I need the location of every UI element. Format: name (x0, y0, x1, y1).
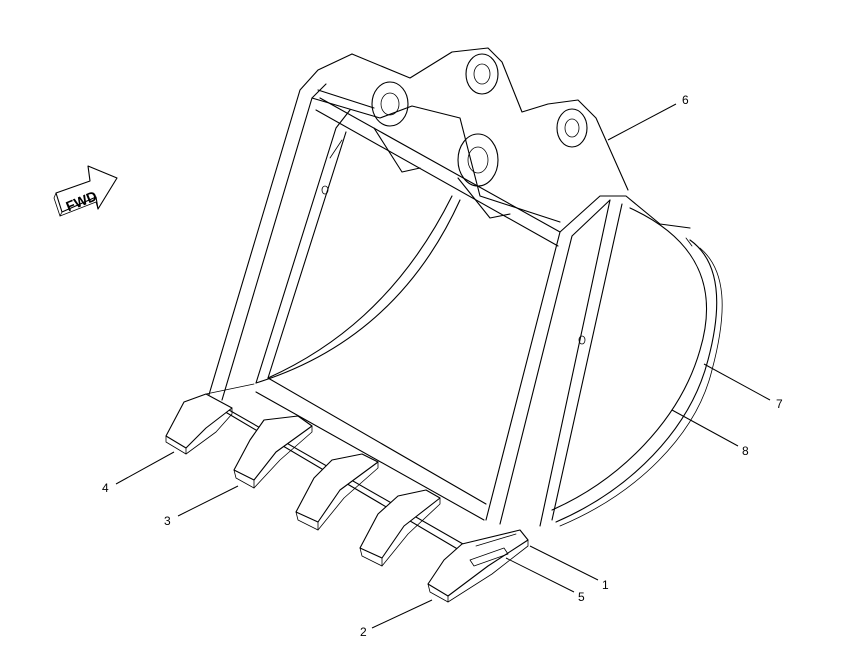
callout-label-4: 4 (102, 481, 109, 495)
callout-1: 1 (529, 545, 609, 592)
bucket-body (207, 47, 723, 555)
fwd-arrow-icon: FWD (53, 165, 118, 217)
teeth (165, 383, 529, 603)
callout-label-3: 3 (164, 514, 171, 528)
callout-label-2: 2 (360, 625, 367, 639)
callout-4: 4 (102, 451, 175, 495)
callout-label-6: 6 (682, 93, 689, 107)
callout-6: 6 (607, 93, 689, 141)
callout-7: 7 (703, 363, 783, 411)
callout-label-8: 8 (742, 444, 749, 458)
callout-label-7: 7 (776, 397, 783, 411)
callout-5: 5 (505, 557, 585, 604)
callout-3: 3 (164, 485, 239, 528)
callout-label-5: 5 (578, 590, 585, 604)
callout-label-1: 1 (602, 578, 609, 592)
callout-2: 2 (360, 599, 433, 639)
callout-8: 8 (671, 409, 749, 458)
